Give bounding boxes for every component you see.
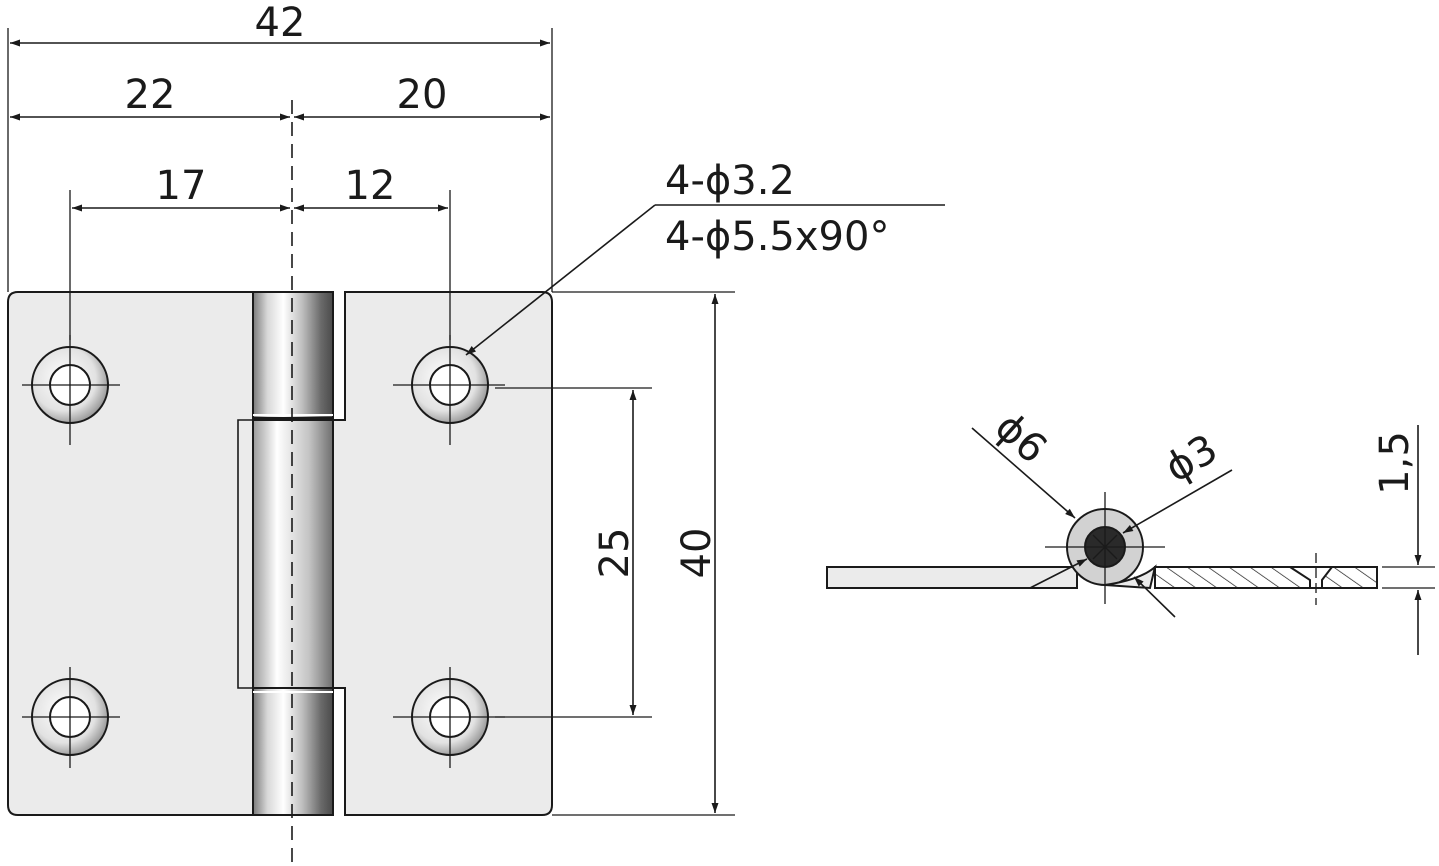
dim-label-right-hole: 12	[345, 163, 396, 209]
side-countersink	[1286, 566, 1335, 589]
leader-pin-dia-far	[1029, 558, 1088, 589]
mounting-hole-bottom-right	[393, 667, 505, 768]
dim-label-overall-width: 42	[255, 0, 306, 46]
dim-label-thickness: 1,5	[1372, 431, 1418, 495]
right-leaf	[332, 291, 553, 816]
side-view: ϕ6 ϕ3 1,5	[826, 404, 1435, 655]
mounting-hole-top-right	[393, 335, 505, 445]
callout-leader	[465, 204, 656, 356]
dim-label-left-leaf: 22	[125, 72, 176, 118]
dim-label-left-hole: 17	[156, 163, 207, 209]
callout-hole-diameter: 4-ϕ3.2	[665, 158, 795, 204]
mounting-hole-bottom-left	[22, 667, 120, 768]
side-pin-cross	[1092, 534, 1118, 560]
callout-countersink: 4-ϕ5.5x90°	[665, 214, 889, 260]
leader-pin-dia	[1122, 469, 1233, 534]
dim-label-right-leaf: 20	[397, 72, 448, 118]
dim-label-overall-height: 40	[674, 528, 720, 579]
mounting-hole-top-left	[22, 335, 120, 445]
leader-knuckle-dia-far	[1133, 576, 1176, 618]
dim-label-hole-spacing: 25	[592, 528, 638, 579]
leader-knuckle-dia	[971, 427, 1076, 519]
knuckle-recess-outline	[237, 419, 253, 689]
knuckle-bottom	[252, 687, 334, 816]
knuckle-top	[252, 291, 334, 419]
knuckle-middle	[252, 419, 334, 689]
dim-label-pin-dia: ϕ3	[1158, 426, 1226, 492]
side-left-leaf	[826, 566, 1078, 589]
side-right-leaf-section	[1154, 566, 1378, 589]
dim-label-knuckle-dia: ϕ6	[986, 404, 1055, 473]
front-view: 42 22 20 17 12 25 40 4-ϕ3.2 4-ϕ5.5x90°	[7, 0, 945, 862]
